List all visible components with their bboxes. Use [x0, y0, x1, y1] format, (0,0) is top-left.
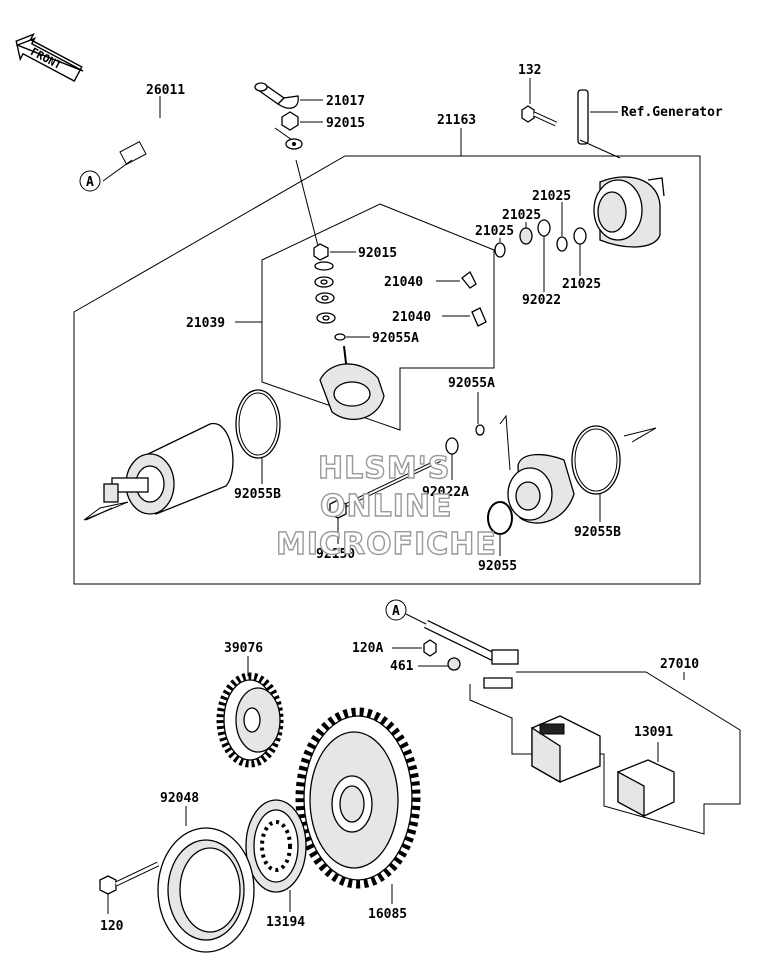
label-120: 120 [100, 919, 124, 934]
oring-92055A-b [475, 424, 485, 436]
front-direction-arrow: FRONT [15, 33, 84, 82]
relay-cover-13091 [617, 759, 675, 818]
brush-21040-a [461, 271, 477, 289]
starter-gear-16085 [295, 707, 421, 889]
brush-plate [319, 345, 385, 421]
nut-92015-top [281, 111, 299, 131]
motor-yoke [103, 423, 234, 515]
text-label: HLSM'S [318, 451, 450, 486]
text-label: MICROFICHE [276, 527, 497, 562]
label-92015-top: 92015 [326, 116, 365, 131]
assembly-frame-21163 [73, 155, 701, 585]
label-21040-a: 21040 [384, 275, 423, 290]
label-92150: 92150 [316, 547, 355, 562]
text-label: A [392, 604, 400, 619]
washer-21025-a [494, 242, 506, 258]
label-21025-b: 21025 [502, 208, 541, 223]
through-bolt-92150 [329, 458, 441, 519]
label-21025-d: 21025 [562, 277, 601, 292]
label-21025-a: 21025 [475, 224, 514, 239]
label-13091: 13091 [634, 725, 673, 740]
label-92022A: 92022A [422, 485, 469, 500]
label-92048: 92048 [160, 791, 199, 806]
front-cover [499, 414, 575, 524]
relay-frame-27010 [469, 671, 741, 835]
label-21040-b: 21040 [392, 310, 431, 325]
text-label: ONLINE [320, 489, 453, 524]
washer-21025-d [573, 227, 587, 245]
one-way-clutch-13194 [245, 799, 307, 893]
label-132: 132 [518, 63, 541, 78]
relay-block [531, 715, 601, 784]
idle-gear-39076 [216, 672, 284, 768]
washer-21025-b [519, 227, 533, 245]
text-label: A [86, 175, 94, 190]
oring-92055B-right [571, 425, 621, 495]
label-92055A-a: 92055A [372, 331, 419, 346]
callout-a-bottom [385, 599, 407, 621]
label-461: 461 [390, 659, 414, 674]
cable-a-lower [424, 619, 519, 689]
label-21039: 21039 [186, 316, 225, 331]
bolt-120A [423, 639, 437, 657]
label-92055: 92055 [478, 559, 517, 574]
label-120A: 120A [352, 641, 383, 656]
bolt-120 [99, 861, 160, 895]
label-21163: 21163 [437, 113, 476, 128]
label-92055A-b: 92055A [448, 376, 495, 391]
brush-holder-frame-21039 [261, 203, 495, 431]
label-21017: 21017 [326, 94, 365, 109]
label-27010: 27010 [660, 657, 699, 672]
label-92022: 92022 [522, 293, 561, 308]
label-92055B-right: 92055B [574, 525, 621, 540]
washer-21025-c [556, 236, 568, 252]
label-92015-mid: 92015 [358, 246, 397, 261]
label-13194: 13194 [266, 915, 305, 930]
label-26011: 26011 [146, 83, 185, 98]
clutch-cover-92048 [157, 827, 255, 953]
brush-21040-b [471, 307, 487, 327]
watermark: HLSM'S ONLINE MICROFICHE [275, 450, 497, 562]
label-21025-c: 21025 [532, 189, 571, 204]
label-16085: 16085 [368, 907, 407, 922]
terminal-boot-21017 [254, 82, 299, 109]
bracket-ref-generator [577, 89, 621, 159]
label-39076: 39076 [224, 641, 263, 656]
label-ref-generator: Ref.Generator [621, 105, 723, 120]
oring-92055A-a [334, 333, 346, 341]
nut-92015-mid [313, 243, 329, 261]
label-92055B-left: 92055B [234, 487, 281, 502]
callout-a-top [79, 170, 101, 192]
nut-461 [447, 657, 461, 671]
cable-26011 [119, 116, 303, 166]
bolt-132 [521, 105, 558, 127]
end-cover-top [593, 176, 665, 248]
oring-92055B-left [235, 389, 281, 459]
